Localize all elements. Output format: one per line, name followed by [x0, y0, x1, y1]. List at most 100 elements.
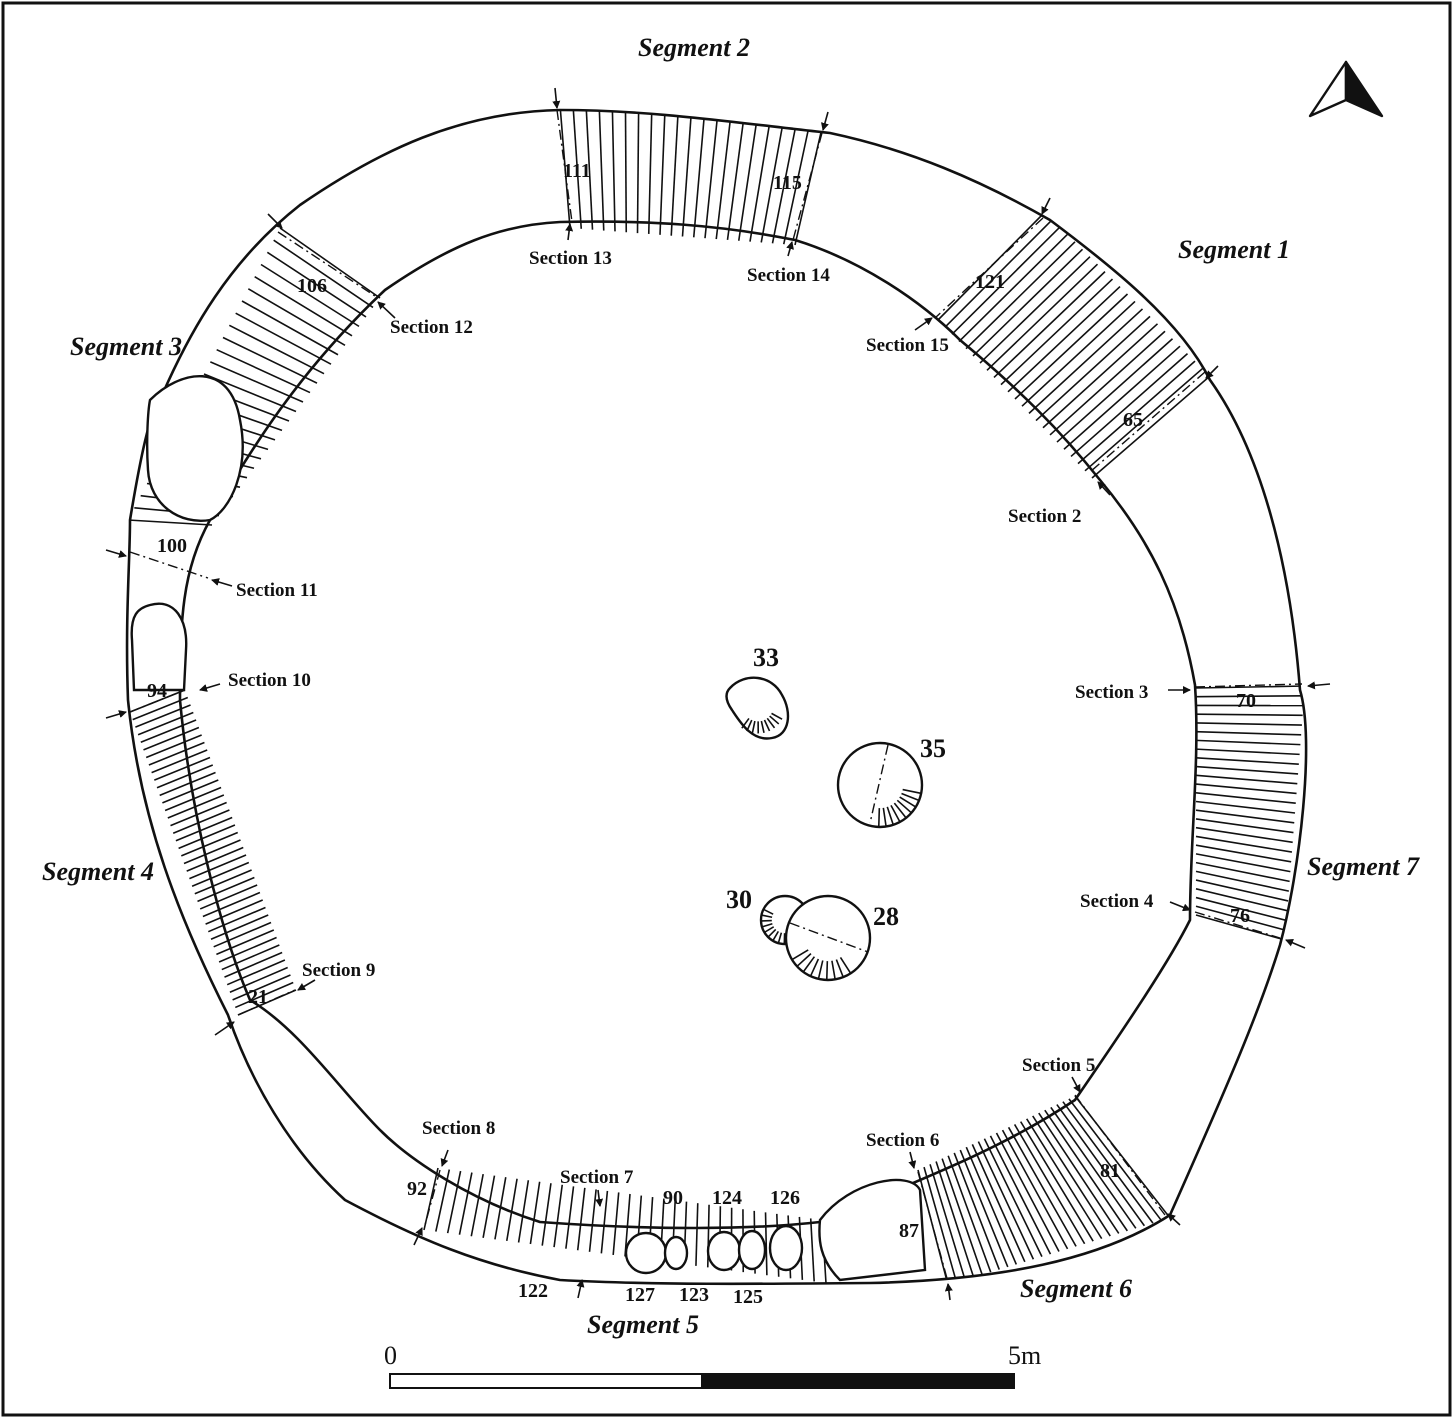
hatch-stroke	[159, 771, 216, 797]
context-126: 126	[770, 1187, 800, 1209]
hatch-stroke	[1026, 1118, 1103, 1240]
hatch-stroke	[777, 932, 783, 943]
hatch-stroke	[210, 361, 304, 403]
context-124: 124	[712, 1187, 742, 1209]
hatch-stroke	[458, 1172, 473, 1235]
hatch-stroke	[797, 953, 812, 967]
hatch-stroke	[737, 122, 758, 241]
segment-5-label: Segment 5	[587, 1310, 699, 1339]
hatch-stroke	[1195, 713, 1303, 717]
hatch-stroke	[760, 124, 784, 243]
hatch-stroke	[156, 764, 214, 789]
hatch-stroke	[435, 1169, 451, 1232]
hatch-stroke	[695, 1203, 699, 1266]
hatch-stroke	[772, 930, 780, 941]
section-12-label: Section 12	[390, 317, 473, 338]
section-15-label: Section 15	[866, 335, 949, 356]
hatch-stroke	[1195, 800, 1296, 814]
hatch-stroke	[175, 816, 233, 842]
hatch-stroke	[947, 1155, 992, 1273]
hatch-stroke	[893, 802, 907, 818]
hatch-stroke	[494, 1177, 507, 1240]
hatch-stroke	[771, 712, 783, 720]
hatch-stroke	[260, 263, 360, 328]
section-14-label: Section 14	[747, 265, 830, 286]
hatch-stroke	[137, 711, 194, 736]
hatch-stroke	[612, 1192, 620, 1256]
hatch-stroke	[1014, 293, 1129, 400]
hatch-stroke	[1195, 791, 1296, 805]
hatch-stroke	[1056, 1104, 1146, 1227]
hatch-stroke	[972, 248, 1084, 357]
hatch-stroke	[194, 869, 252, 895]
context-122: 122	[518, 1280, 548, 1302]
hatch-stroke	[600, 1190, 609, 1254]
hatch-stroke	[1195, 914, 1286, 941]
hatch-stroke	[207, 906, 266, 933]
hatch-stroke	[746, 719, 753, 732]
hatch-stroke	[917, 1169, 949, 1284]
hatch-stroke	[769, 715, 780, 725]
hatch-stroke	[835, 959, 844, 977]
hatch-stroke	[899, 796, 916, 808]
hatch-stroke	[766, 717, 776, 729]
hatch-stroke	[1195, 783, 1297, 795]
context-81: 81	[1100, 1160, 1120, 1182]
hatch-stroke	[178, 824, 236, 850]
segment-4-label: Segment 4	[42, 857, 154, 886]
hatch-stroke	[831, 960, 836, 979]
hatch-stroke	[132, 696, 189, 721]
hatch-stroke	[935, 1161, 975, 1278]
hatch-stroke	[624, 110, 628, 233]
hatch-stroke	[197, 876, 255, 903]
hatch-stroke	[1063, 345, 1181, 450]
hatch-stroke	[762, 923, 773, 928]
hatch-stroke	[183, 839, 241, 865]
hatch-stroke	[1050, 1106, 1137, 1229]
hatch-stroke	[572, 110, 583, 229]
hatch-stroke	[180, 831, 239, 857]
section-9-label: Section 9	[302, 960, 375, 981]
section-2-label: Section 2	[1008, 506, 1081, 527]
hatch-stroke	[191, 861, 250, 887]
hatch-stroke	[792, 949, 809, 960]
hatch-stroke	[1195, 809, 1295, 824]
segment-1-label: Segment 1	[1178, 235, 1290, 264]
hatch-stroke	[254, 275, 353, 337]
hatch-stroke	[951, 226, 1061, 335]
hatch-stroke	[692, 117, 705, 238]
hatch-stroke	[636, 111, 640, 234]
north-arrow-icon	[1308, 60, 1384, 118]
hatch-stroke	[681, 116, 692, 237]
hatch-stroke	[162, 779, 219, 804]
hatch-stroke	[1042, 323, 1159, 429]
hatch-stroke	[273, 239, 374, 309]
hatch-stroke	[553, 1184, 564, 1248]
context-111: 111	[563, 160, 591, 182]
hatch-stroke	[1195, 879, 1289, 902]
hatch-stroke	[877, 808, 881, 827]
section-7-label: Section 7	[560, 1167, 634, 1188]
hatch-stroke	[482, 1175, 496, 1238]
context-125: 125	[733, 1286, 763, 1308]
hatch-stroke	[782, 126, 810, 245]
hatch-stroke	[1032, 1115, 1111, 1237]
hatch-stroke	[226, 959, 286, 986]
hatch-stroke	[585, 110, 594, 230]
segment-7-label: Segment 7	[1307, 852, 1420, 881]
context-35: 35	[920, 734, 946, 763]
hatch-stroke	[228, 324, 325, 375]
hatch-stroke	[143, 726, 200, 751]
hatch-stroke	[825, 961, 829, 980]
hatch-stroke	[148, 741, 205, 766]
hatch-stroke	[1195, 861, 1290, 883]
hatch-stroke	[232, 974, 291, 1001]
hatch-stroke	[145, 734, 202, 759]
hatch-stroke	[186, 846, 244, 872]
hatch-stroke	[1195, 896, 1287, 922]
hatch-stroke	[817, 960, 824, 979]
hatch-stroke	[902, 788, 921, 794]
hatch-stroke	[923, 1166, 958, 1283]
context-123: 123	[679, 1284, 709, 1306]
